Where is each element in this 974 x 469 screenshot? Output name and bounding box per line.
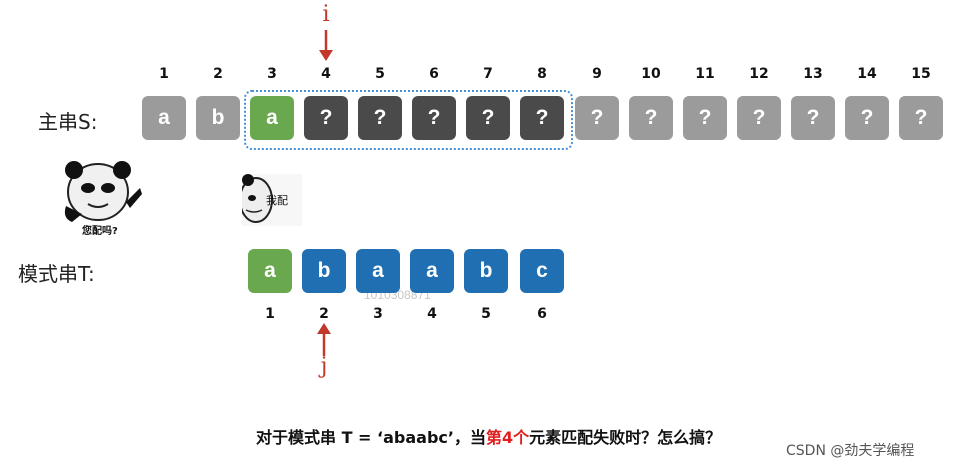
caption-highlight: 第4个: [485, 428, 530, 447]
main-cell: ?: [683, 96, 727, 140]
pattern-string-label: 模式串T:: [18, 262, 95, 286]
main-cell-window: ?: [466, 96, 510, 140]
caption-before: 对于模式串 T = ‘abaabc’，当: [256, 428, 486, 447]
pattern-index: 3: [373, 306, 383, 322]
main-cell: ?: [629, 96, 673, 140]
comparison-window: [244, 90, 573, 150]
watermark: CSDN @劲夫学编程: [786, 443, 915, 459]
main-index: 4: [321, 66, 331, 82]
pattern-cell: b: [302, 249, 346, 293]
main-index: 3: [267, 66, 277, 82]
pointer-i-down-arrow-icon: [319, 30, 333, 61]
main-cell-window: ?: [358, 96, 402, 140]
main-index: 14: [857, 66, 877, 82]
meme-right: 我配: [239, 174, 302, 226]
panda-meme-small-icon: [239, 174, 302, 226]
main-index: 9: [592, 66, 602, 82]
pattern-index: 1: [265, 306, 275, 322]
main-index: 8: [537, 66, 547, 82]
main-index: 10: [641, 66, 661, 82]
meme-left: 您配吗?: [58, 158, 144, 237]
pointer-i-label: i: [322, 2, 330, 27]
caption-after: 元素匹配失败时？怎么搞？: [529, 428, 722, 447]
main-index: 12: [749, 66, 769, 82]
main-index: 11: [695, 66, 715, 82]
main-index: 13: [803, 66, 823, 82]
main-index: 2: [213, 66, 223, 82]
pattern-index: 2: [319, 306, 329, 322]
main-cell: ?: [737, 96, 781, 140]
main-cell-window: ?: [304, 96, 348, 140]
pattern-index: 4: [427, 306, 437, 322]
meme-right-caption: 我配: [266, 194, 288, 207]
pattern-cell: b: [464, 249, 508, 293]
main-cell: ?: [575, 96, 619, 140]
main-index: 5: [375, 66, 385, 82]
pointer-j-label: j: [320, 354, 328, 379]
main-cell-window: ?: [520, 96, 564, 140]
caption: 对于模式串 T = ‘abaabc’，当第4个元素匹配失败时？怎么搞？: [256, 424, 721, 448]
main-cell: ?: [845, 96, 889, 140]
pointer-j-up-arrow-icon: [317, 323, 331, 356]
pattern-cell: a: [356, 249, 400, 293]
main-cell: b: [196, 96, 240, 140]
pattern-index: 6: [537, 306, 547, 322]
meme-left-caption: 您配吗?: [82, 226, 118, 237]
main-cell-window: ?: [412, 96, 456, 140]
pattern-cell-matched: a: [248, 249, 292, 293]
main-cell: ?: [791, 96, 835, 140]
panda-meme-icon: [64, 161, 142, 222]
main-index: 1: [159, 66, 169, 82]
main-index: 7: [483, 66, 493, 82]
main-cell: ?: [899, 96, 943, 140]
pattern-cell: c: [520, 249, 564, 293]
main-cell: a: [142, 96, 186, 140]
pattern-cell: a: [410, 249, 454, 293]
pattern-index: 5: [481, 306, 491, 322]
main-index: 15: [911, 66, 931, 82]
main-string-label: 主串S:: [38, 110, 98, 134]
main-index: 6: [429, 66, 439, 82]
main-cell-matched: a: [250, 96, 294, 140]
